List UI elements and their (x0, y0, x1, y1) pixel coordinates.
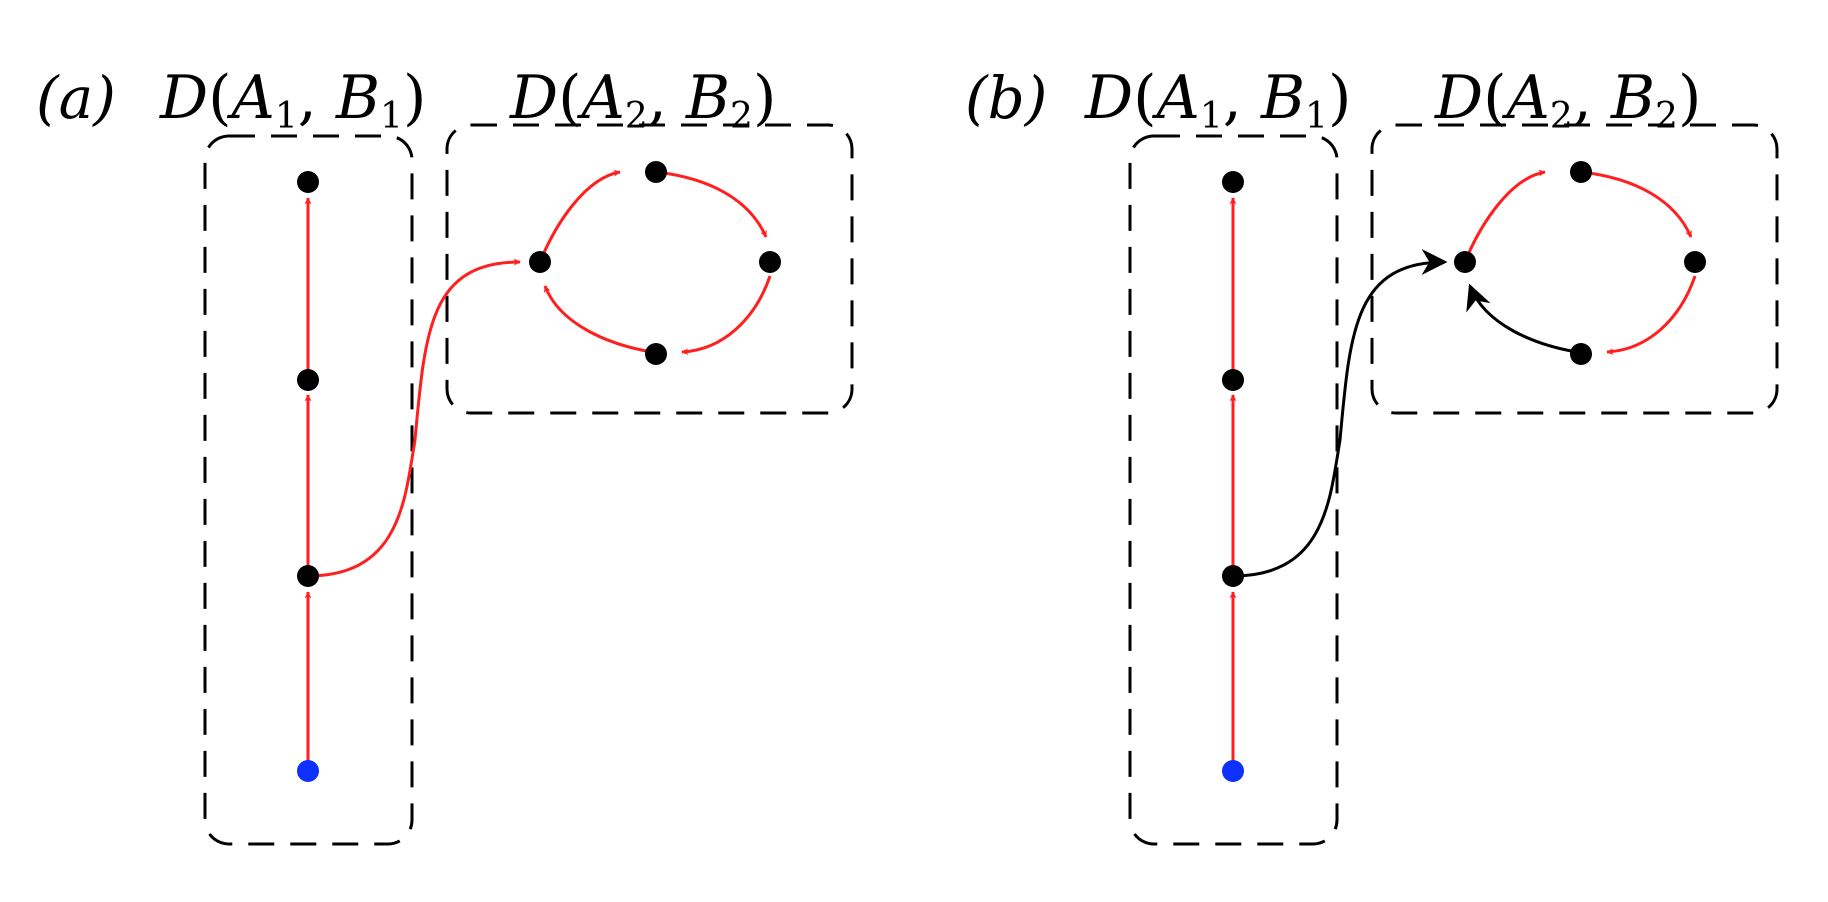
box2-dashed-border (1370, 123, 1779, 415)
node (1570, 161, 1592, 183)
node (1454, 251, 1476, 273)
root-node (297, 760, 319, 782)
node (1684, 251, 1706, 273)
node (1222, 171, 1244, 193)
box2-title: D(A2, B2) (1434, 63, 1701, 137)
node (759, 251, 781, 273)
panel-b: (b) D(A1, B1) D(A2, B2) (965, 63, 1779, 846)
edge-bridge (307, 258, 521, 578)
edge-cycle-bottom-left (1466, 283, 1578, 354)
node (1570, 343, 1592, 365)
edge-bridge (1232, 249, 1448, 578)
edge-cycle-bottom-left (543, 285, 653, 354)
panel-a: (a) D(A1, B1) D(A2, B2) (36, 63, 854, 846)
edge-cycle-top-right (1580, 170, 1693, 238)
box1-title: D(A1, B1) (1084, 63, 1351, 137)
box2-title: D(A2, B2) (509, 63, 776, 137)
edge-cycle-top-left (538, 169, 621, 263)
box1-dashed-border (1128, 134, 1339, 846)
node (529, 251, 551, 273)
root-node (1222, 760, 1244, 782)
node (645, 343, 667, 365)
panel-a-label: (a) (36, 64, 116, 132)
node (297, 171, 319, 193)
edge-cycle-top-left (1463, 169, 1546, 263)
node (297, 565, 319, 587)
box2-dashed-border (445, 123, 854, 415)
edge-cycle-bottom-right (681, 275, 772, 356)
node (645, 161, 667, 183)
node (297, 369, 319, 391)
edge-cycle-top-right (655, 170, 768, 238)
edge-cycle-bottom-right (1606, 275, 1697, 356)
box1-title: D(A1, B1) (159, 63, 426, 137)
node (1222, 369, 1244, 391)
node (1222, 565, 1244, 587)
panel-b-label: (b) (965, 64, 1047, 132)
box1-dashed-border (203, 134, 414, 846)
